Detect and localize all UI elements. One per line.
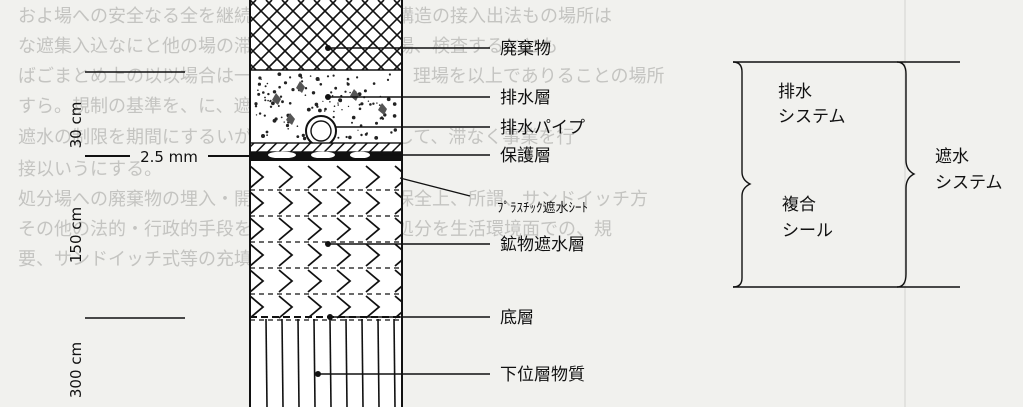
drain-pipe-icon — [305, 115, 337, 147]
layer-protection — [249, 142, 403, 161]
layer-drain — [254, 72, 397, 141]
layer-waste — [250, 0, 402, 71]
barrier-system-line1: 遮水 — [935, 147, 969, 167]
label-subsoil: 下位層物質 — [500, 365, 585, 385]
label-waste: 廃棄物 — [500, 39, 551, 59]
dim-sheet-thickness: 2.5 mm — [140, 148, 198, 166]
bracket-outer — [896, 61, 916, 288]
dim-30cm: 30 cm — [67, 102, 85, 149]
layer-column — [249, 0, 403, 407]
label-protection: 保護層 — [500, 146, 551, 166]
label-drain-pipe: 排水パイプ — [500, 118, 585, 138]
system-brackets: 排水 システム 複合 シール 遮水 システム — [732, 61, 1003, 288]
bracket-inner — [732, 61, 752, 288]
label-drain-layer: 排水層 — [500, 88, 551, 108]
drainage-system-line2: システム — [778, 107, 846, 127]
layer-labels: 廃棄物 排水層 排水パイプ 保護層 ﾌﾟﾗｽﾁｯｸ遮水ｼｰﾄ 鉱物遮水層 底層 … — [315, 39, 588, 385]
background-text-line: 接以いうにする。 — [18, 159, 162, 180]
dim-150cm: 150 cm — [67, 207, 85, 263]
label-base: 底層 — [500, 308, 534, 328]
drainage-system-line1: 排水 — [778, 82, 812, 102]
dimension-scale: 30 cm 150 cm 300 cm 2.5 mm — [67, 71, 250, 398]
layer-subsoil — [265, 318, 396, 407]
composite-seal-line1: 複合 — [782, 195, 816, 215]
barrier-system-line2: システム — [935, 173, 1003, 193]
composite-seal-line2: シール — [782, 221, 833, 241]
layer-mineral — [250, 165, 402, 321]
dim-300cm: 300 cm — [67, 342, 85, 398]
label-mineral: 鉱物遮水層 — [500, 235, 585, 255]
label-plastic-sheet: ﾌﾟﾗｽﾁｯｸ遮水ｼｰﾄ — [497, 200, 588, 216]
